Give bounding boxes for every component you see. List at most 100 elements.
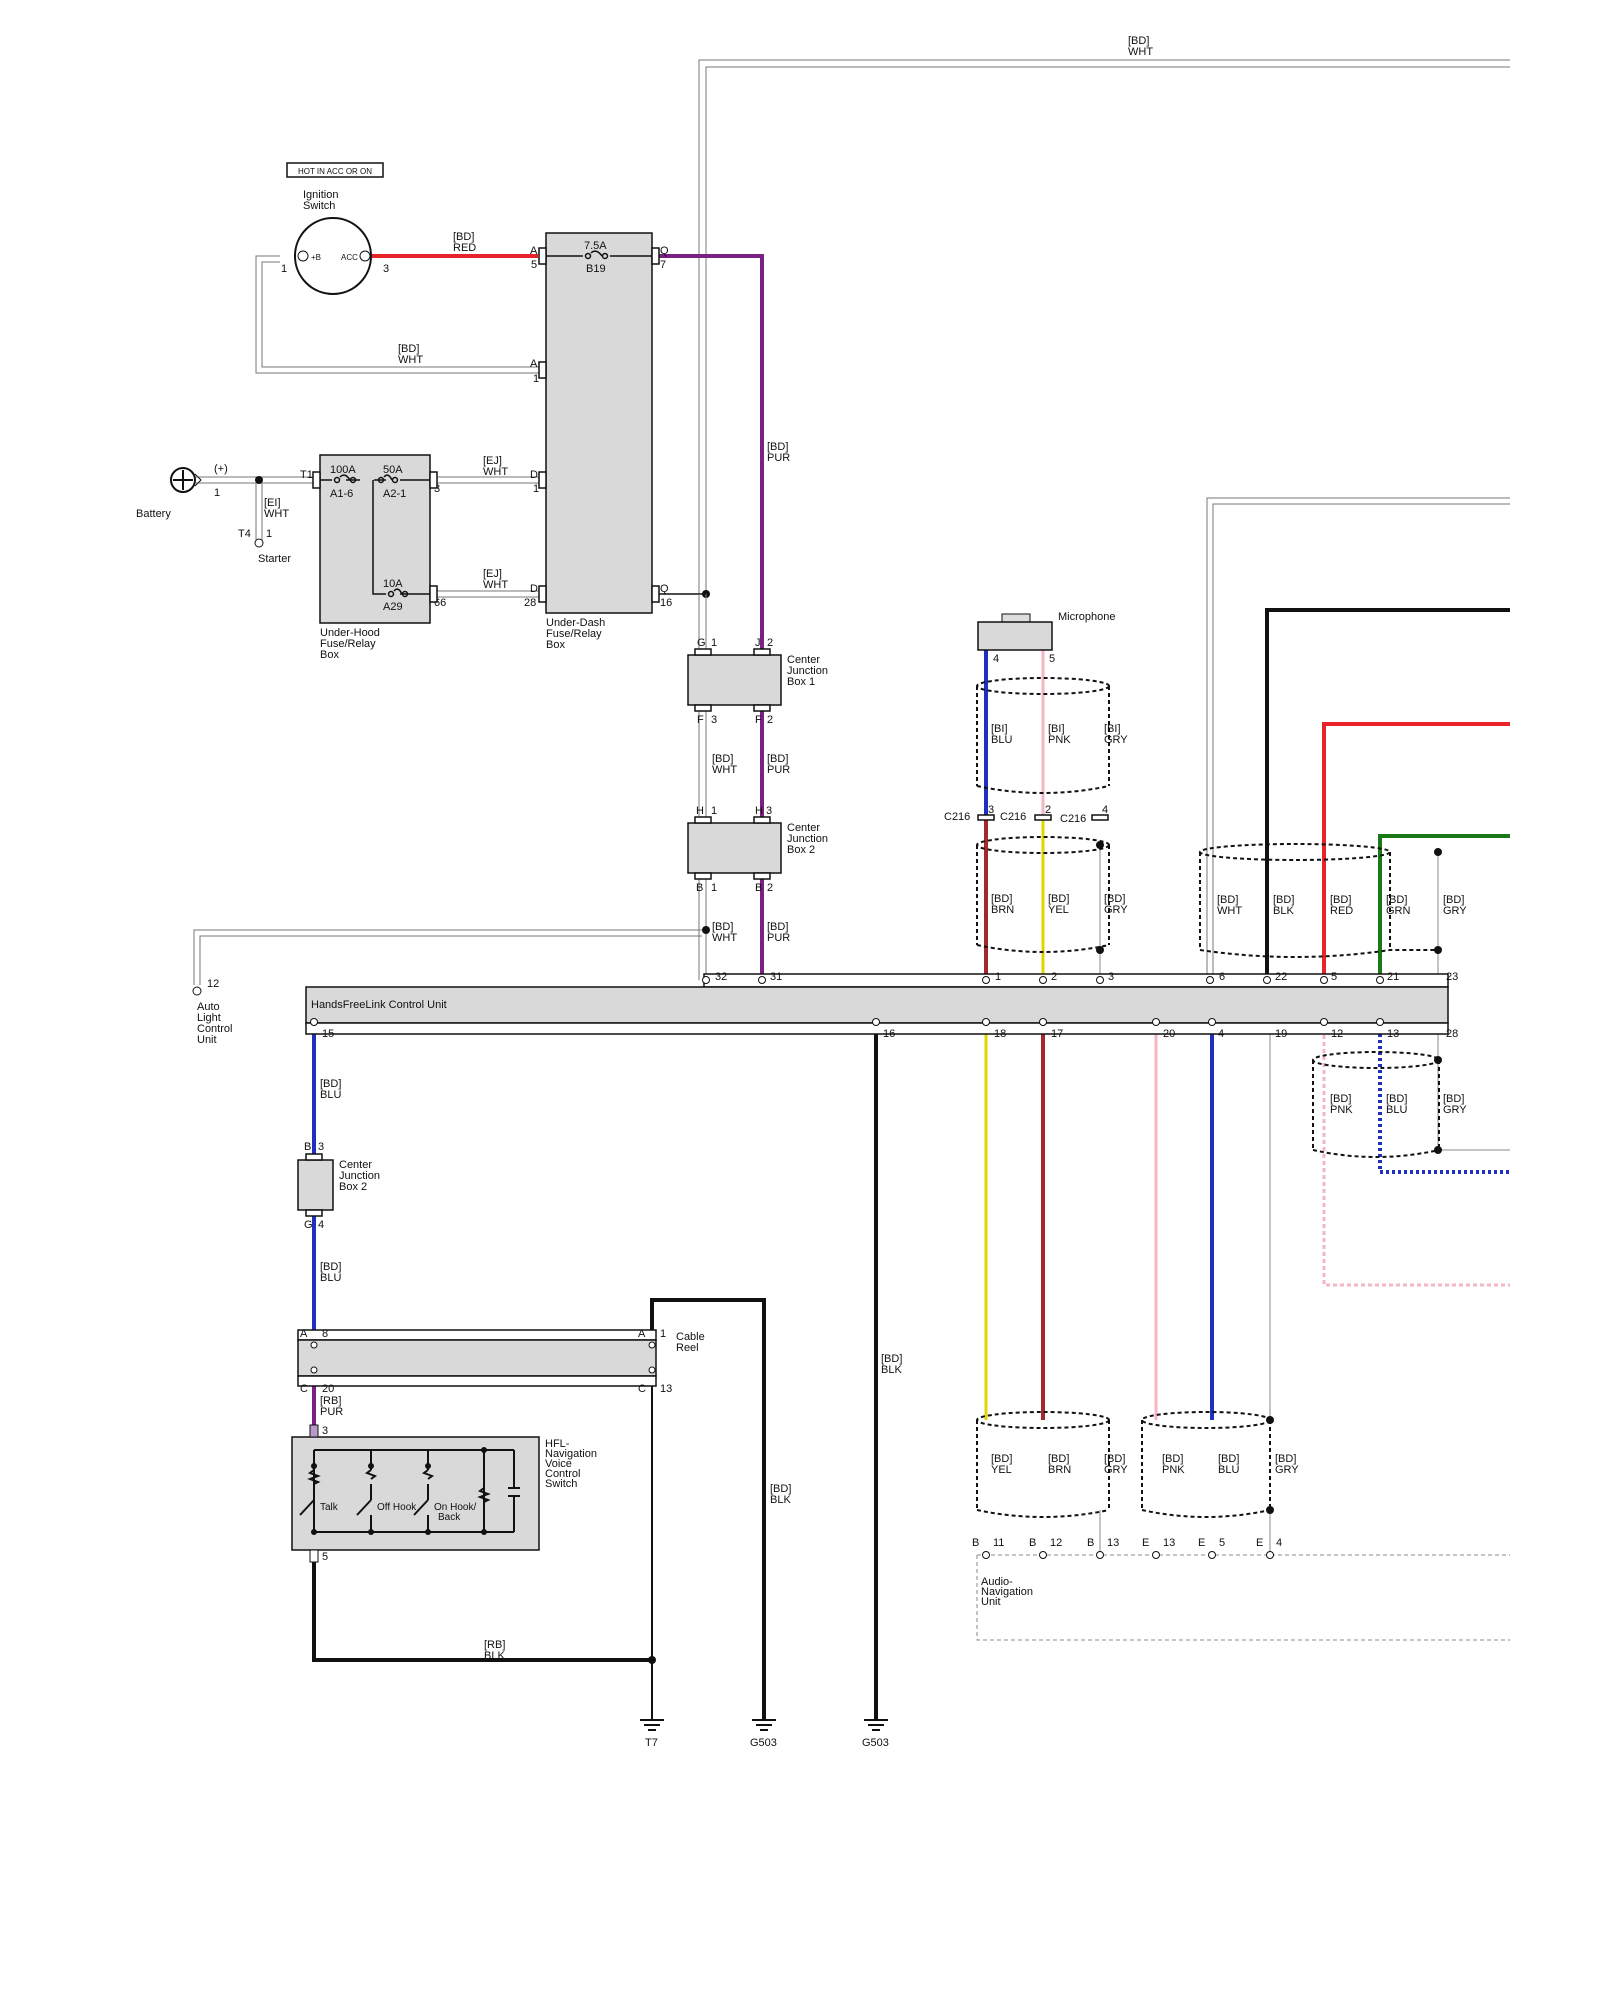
wire-bd-blu-13 (1378, 1028, 1510, 1174)
svg-text:3: 3 (383, 263, 389, 275)
ground-g503: G503 (862, 1737, 889, 1749)
wire-label: [BD]GRN (1386, 894, 1411, 917)
connector-t1: T1 (300, 469, 313, 481)
svg-text:2: 2 (767, 882, 773, 894)
c216-tabs (977, 814, 1109, 821)
wire-label: [BD]GRY (1443, 1093, 1467, 1116)
pin: 1 (266, 528, 272, 540)
svg-text:19: 19 (1275, 1028, 1287, 1040)
svg-text:4: 4 (1276, 1537, 1282, 1549)
pin: 4 (1102, 804, 1108, 816)
svg-text:B: B (1087, 1537, 1094, 1549)
cjb2-lower-box (297, 1159, 334, 1211)
wire-label: [BD]YEL (1048, 893, 1069, 916)
wire-label: [BD]WHT (1128, 35, 1153, 58)
pin: 1 (214, 487, 220, 499)
splice-dot (1096, 946, 1104, 954)
svg-text:B: B (972, 1537, 979, 1549)
hfl-bottom-terminals (310, 1018, 1384, 1026)
wire-auto-light (193, 929, 702, 985)
wire-label: [EI] WHT (264, 497, 289, 520)
starter-terminal (254, 538, 264, 548)
pin: 5 (322, 1551, 328, 1563)
svg-text:15: 15 (322, 1028, 334, 1040)
svg-text:Q: Q (660, 583, 669, 595)
wire-label: [BD]GRY (1104, 1453, 1128, 1476)
pin: 2 (1045, 804, 1051, 816)
fuse-rating: 10A (383, 578, 403, 590)
ud-pins: A 5 Q 7 A 1 D 1 D 28 Q 16 (524, 245, 672, 609)
wire-label: [BD]YEL (991, 1453, 1012, 1476)
splice-dot (702, 926, 710, 934)
svg-text:D: D (530, 469, 538, 481)
cjb1-box (687, 654, 782, 706)
fuse-rating: 7.5A (584, 240, 607, 252)
auto-light-terminal (192, 986, 202, 996)
wire-bd-blk-cable (650, 1298, 766, 1720)
wire-label: [BD]GRY (1104, 893, 1128, 916)
svg-text:J: J (755, 637, 761, 649)
wire-label: [BD]BLU (320, 1261, 341, 1284)
splice-dot (255, 476, 263, 484)
wire-label: [BD]WHT (712, 921, 737, 944)
svg-text:22: 22 (1275, 971, 1287, 983)
switch-onhook-label: On Hook/Back (434, 1502, 476, 1523)
switch-talk-label: Talk (320, 1502, 339, 1513)
fuse-id: B19 (586, 263, 606, 275)
wire-label: [RB]PUR (320, 1395, 343, 1418)
wire-label: [RB]BLK (484, 1639, 505, 1662)
svg-text:13: 13 (660, 1383, 672, 1395)
under-hood-box (319, 454, 431, 624)
ground-t7: T7 (645, 1737, 658, 1749)
pin: 3 (434, 483, 440, 495)
under-dash-label: Under-Dash Fuse/Relay Box (546, 617, 608, 651)
fuse-rating: 100A (330, 464, 356, 476)
hfl-bottom-pins: 15 16 18 17 20 4 19 12 13 28 (322, 1028, 1458, 1040)
hfl-label: HandsFreeLink Control Unit (311, 999, 447, 1011)
under-hood-label: Under-Hood Fuse/Relay Box (320, 627, 383, 661)
fuse-id: A29 (383, 601, 403, 613)
fuse-100a (320, 474, 430, 598)
battery-pos: (+) (214, 463, 228, 475)
svg-text:3: 3 (766, 805, 772, 817)
wire-bd-pnk-12 (1322, 1028, 1510, 1287)
svg-text:A: A (300, 1328, 308, 1340)
microphone-symbol (977, 613, 1053, 651)
svg-text:7: 7 (660, 259, 666, 271)
svg-text:C: C (638, 1383, 646, 1395)
pin: 5 (1049, 653, 1055, 665)
svg-text:1: 1 (533, 373, 539, 385)
svg-text:6: 6 (1219, 971, 1225, 983)
wire-label: [BD]BRN (991, 893, 1014, 916)
wire-bd-wht-top (698, 59, 1510, 960)
pin: 12 (207, 978, 219, 990)
pin: 3 (318, 1141, 324, 1153)
fuse-rating: 50A (383, 464, 403, 476)
pin: G (304, 1219, 313, 1231)
svg-text:1: 1 (711, 805, 717, 817)
svg-text:4: 4 (1218, 1028, 1224, 1040)
svg-text:A: A (530, 358, 538, 370)
wire-bd-pur (652, 254, 764, 980)
ground-g503: G503 (750, 1737, 777, 1749)
wire-bd-wht-right (1206, 497, 1510, 980)
fuse-7.5a (546, 250, 652, 260)
wire-label: [BD]WHT (712, 753, 737, 776)
wire-label: [BD]BLK (770, 1483, 791, 1506)
shield-mic (976, 677, 1110, 794)
wire-label: [BD]BLU (320, 1078, 341, 1101)
svg-text:F: F (697, 714, 704, 726)
svg-text:2: 2 (767, 714, 773, 726)
svg-text:1: 1 (711, 882, 717, 894)
svg-text:11: 11 (993, 1537, 1004, 1549)
svg-text:E: E (1142, 1537, 1149, 1549)
hfl-control-unit (305, 986, 1449, 1024)
